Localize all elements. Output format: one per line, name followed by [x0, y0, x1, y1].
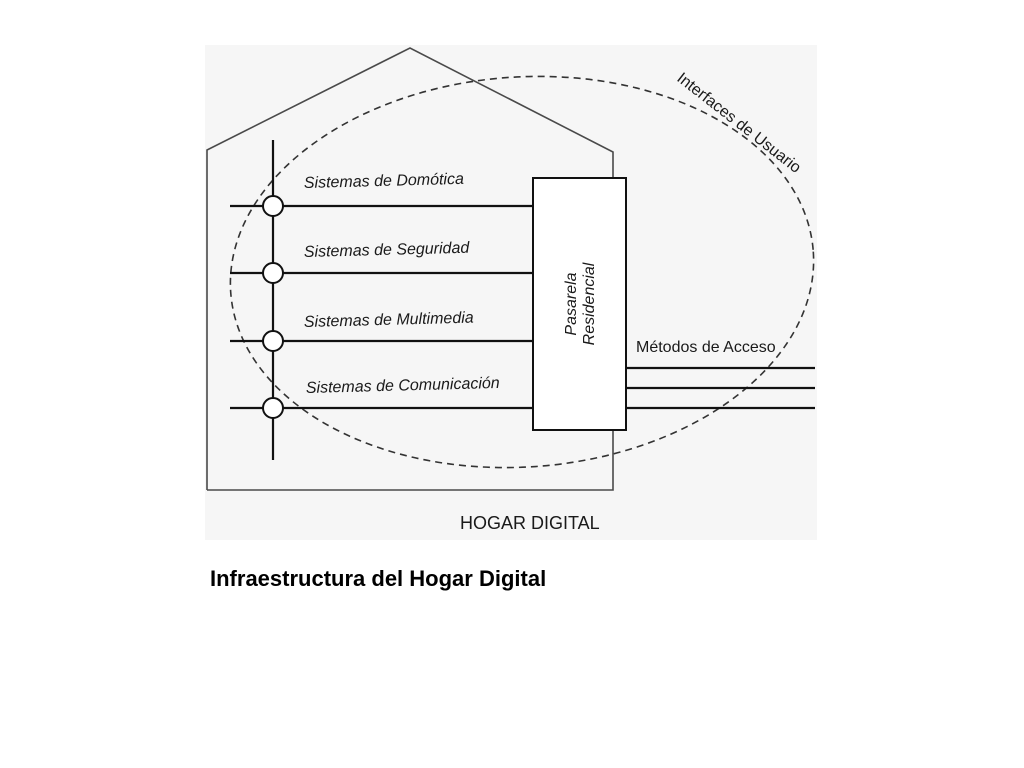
user-interfaces-label: Interfaces de Usuario — [674, 70, 804, 177]
domotica-node — [262, 195, 284, 217]
house-label: HOGAR DIGITAL — [460, 513, 600, 533]
figure-caption: Infraestructura del Hogar Digital — [210, 566, 547, 591]
residential-gateway-box — [532, 177, 627, 431]
gateway-label-line2: Residencial — [581, 262, 598, 345]
seguridad-node — [262, 262, 284, 284]
user-interfaces-ellipse — [229, 75, 815, 469]
system-label-comunicacion: Sistemas de Comunicación — [306, 375, 500, 397]
access-methods-label: Métodos de Acceso — [636, 339, 776, 356]
multimedia-node — [262, 330, 284, 352]
comunicacion-node — [262, 397, 284, 419]
gateway-label-line1: Pasarela — [563, 272, 580, 335]
house-outline — [206, 47, 614, 491]
system-label-seguridad: Sistemas de Seguridad — [304, 240, 471, 261]
diagram-background — [205, 45, 817, 540]
system-label-domotica: Sistemas de Domótica — [304, 171, 465, 192]
system-label-multimedia: Sistemas de Multimedia — [304, 310, 474, 331]
